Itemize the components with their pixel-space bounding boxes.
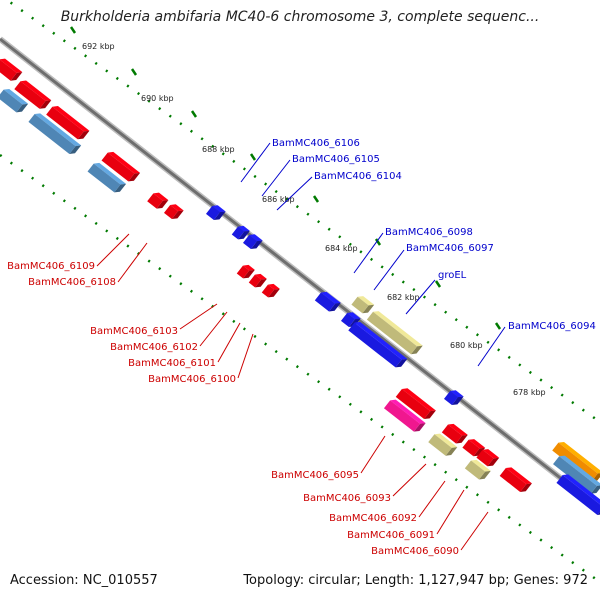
accession-label: Accession: <box>10 573 79 588</box>
kbp-tick-label: 680 kbp <box>450 341 483 350</box>
gene-glyph-steel <box>28 113 82 154</box>
gene-label-reverse[interactable]: BamMC406_6094 <box>508 321 596 332</box>
kbp-tick-label: 682 kbp <box>387 293 420 302</box>
leader-line <box>217 322 241 363</box>
gene-glyph-steel <box>0 88 29 113</box>
gene-glyphs <box>0 58 600 515</box>
gene-label-forward[interactable]: BamMC406_6095 <box>271 470 359 481</box>
major-tick <box>130 68 138 76</box>
gene-glyph-pink <box>383 399 426 432</box>
gene-label-forward[interactable]: BamMC406_6109 <box>7 261 95 272</box>
kbp-tick-label: 686 kbp <box>262 195 295 204</box>
gene-glyph-rna <box>428 433 458 456</box>
major-tick <box>494 322 502 330</box>
gene-glyph-forward <box>248 273 267 288</box>
gene-glyph-rna <box>366 311 423 355</box>
major-tick <box>374 238 382 246</box>
gene-glyph-forward <box>441 423 468 444</box>
gene-glyph-reverse <box>314 291 341 312</box>
gene-glyph-reverse <box>556 474 600 515</box>
gene-label-forward[interactable]: BamMC406_6108 <box>28 277 116 288</box>
kbp-tick-label: 692 kbp <box>82 42 115 51</box>
leader-line <box>261 159 291 197</box>
gene-glyph-reverse <box>348 321 408 368</box>
leader-line <box>436 489 465 535</box>
leader-line <box>373 249 405 291</box>
leader-line <box>237 333 254 379</box>
major-tick <box>312 195 320 203</box>
forward-gene-labels: BamMC406_6109BamMC406_6108BamMC406_6103B… <box>7 261 459 557</box>
leader-line <box>199 311 228 347</box>
gene-glyph-forward <box>14 80 52 109</box>
gene-label-reverse[interactable]: BamMC406_6097 <box>406 243 494 254</box>
leader-line <box>360 435 386 474</box>
gene-label-forward[interactable]: BamMC406_6101 <box>128 358 216 369</box>
major-tick <box>434 280 442 288</box>
gene-glyph-forward <box>476 449 500 467</box>
gene-label-reverse[interactable]: groEL <box>438 270 467 281</box>
leader-line <box>353 232 384 274</box>
gene-glyph-rna <box>464 459 491 480</box>
reverse-gene-labels: BamMC406_6106BamMC406_6105BamMC406_6104B… <box>272 138 596 332</box>
kbp-tick-label: 678 kbp <box>513 388 546 397</box>
leader-line <box>405 279 436 315</box>
gene-label-forward[interactable]: BamMC406_6102 <box>110 342 198 353</box>
dotted-rings <box>0 0 600 584</box>
gene-glyph-forward <box>236 264 255 279</box>
gene-glyph-forward <box>147 192 169 209</box>
accession-value: NC_010557 <box>82 573 158 588</box>
leader-line <box>117 242 148 283</box>
gene-glyph-forward <box>0 58 23 81</box>
gene-glyph-rna <box>351 296 375 314</box>
gene-glyph-reverse <box>205 205 226 221</box>
gene-label-reverse[interactable]: BamMC406_6106 <box>272 138 360 149</box>
leader-line <box>240 142 271 183</box>
gene-label-forward[interactable]: BamMC406_6091 <box>347 530 435 541</box>
leader-line <box>477 326 506 367</box>
gene-label-forward[interactable]: BamMC406_6103 <box>90 326 178 337</box>
gene-label-reverse[interactable]: BamMC406_6104 <box>314 171 402 182</box>
leader-line <box>418 480 446 518</box>
gene-glyph-forward <box>395 388 436 420</box>
leader-line <box>179 303 218 330</box>
gene-label-reverse[interactable]: BamMC406_6105 <box>292 154 380 165</box>
inner-dotted-ring <box>0 153 600 584</box>
gene-glyph-reverse <box>242 234 263 250</box>
leader-line <box>276 176 313 211</box>
gene-glyph-reverse <box>231 225 250 240</box>
gene-glyph-forward <box>499 467 532 492</box>
major-tick <box>190 110 198 118</box>
leader-line <box>460 511 489 551</box>
kbp-labels: 692 kbp 690 kbp 688 kbp 686 kbp 684 kbp 682 k… <box>82 42 546 397</box>
leader-line <box>392 463 427 497</box>
gene-glyph-forward <box>101 151 141 182</box>
gene-label-forward[interactable]: BamMC406_6093 <box>303 493 391 504</box>
gene-glyph-forward <box>261 283 280 298</box>
major-ticks <box>69 26 502 330</box>
gene-glyph-forward <box>163 204 184 220</box>
gene-label-forward[interactable]: BamMC406_6100 <box>148 374 236 385</box>
gene-glyph-forward <box>462 439 486 457</box>
kbp-tick-label: 690 kbp <box>141 94 174 103</box>
gene-label-forward[interactable]: BamMC406_6090 <box>371 546 459 557</box>
accession-text: Accession: NC_010557 <box>10 573 158 588</box>
major-tick <box>69 26 77 34</box>
backbone <box>0 36 600 512</box>
gene-glyph-reverse <box>443 390 464 406</box>
kbp-tick-label: 688 kbp <box>202 145 235 154</box>
map-title: Burkholderia ambifaria MC40-6 chromosome… <box>60 9 540 25</box>
kbp-tick-label: 684 kbp <box>325 244 358 253</box>
topology-text: Topology: circular; Length: 1,127,947 bp… <box>243 573 588 588</box>
outer-dotted-ring <box>4 0 600 424</box>
gene-label-forward[interactable]: BamMC406_6092 <box>329 513 417 524</box>
leader-line <box>96 233 130 267</box>
label-leader-lines <box>96 142 506 551</box>
major-tick <box>249 153 257 161</box>
gene-label-reverse[interactable]: BamMC406_6098 <box>385 227 473 238</box>
gene-glyph-forward <box>46 106 90 140</box>
gene-glyph-steel <box>87 162 127 193</box>
